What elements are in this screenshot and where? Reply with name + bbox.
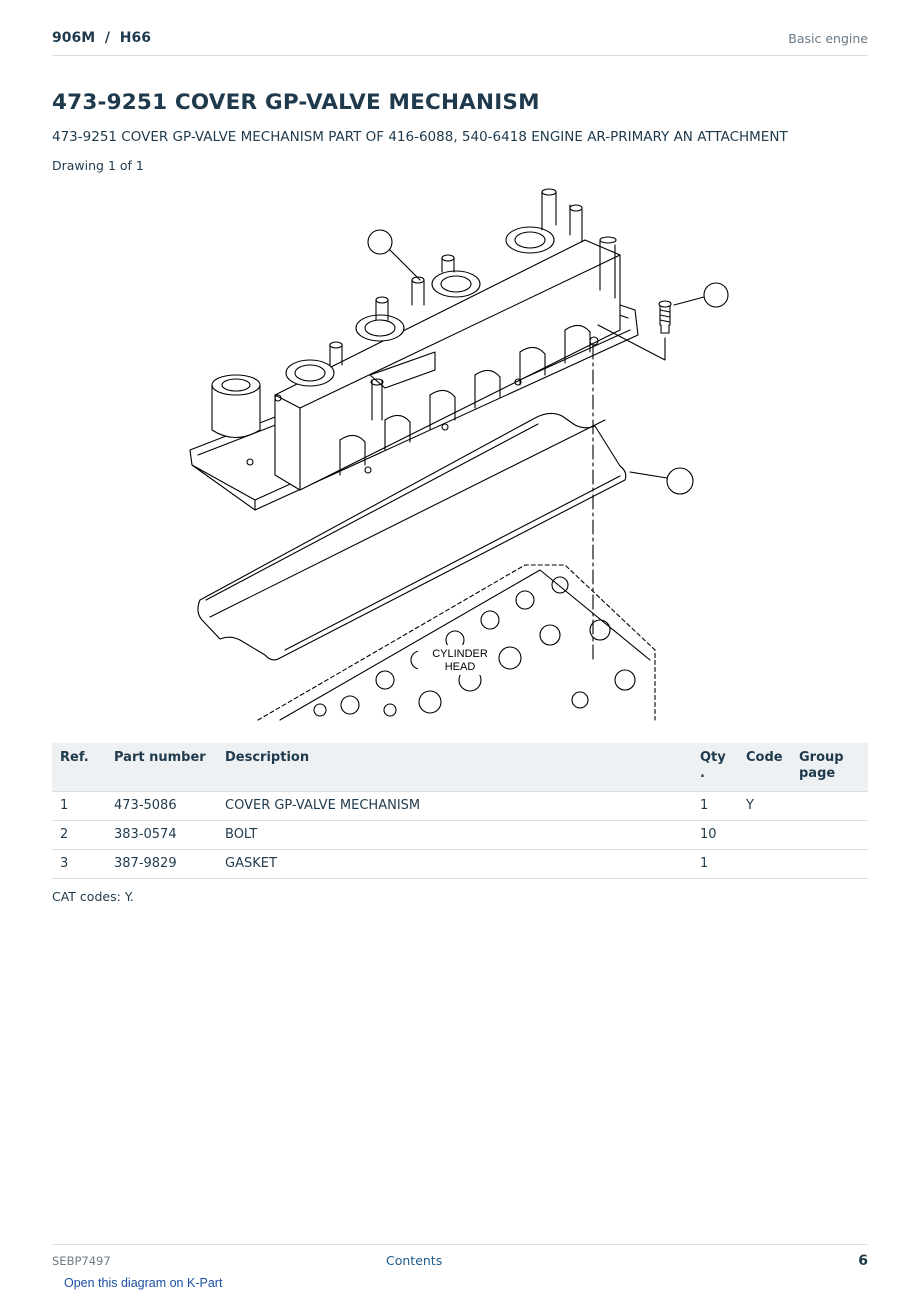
cell-group-page: [791, 820, 868, 850]
bolt-drawing: [597, 282, 729, 361]
cylinder-head-drawing: CYLINDER HEAD: [257, 564, 656, 721]
cell-group-page: [791, 849, 868, 879]
page-number: 6: [858, 1253, 868, 1269]
valve-cover-drawing: [189, 188, 639, 511]
drawing-count: Drawing 1 of 1: [52, 158, 144, 173]
page-subtitle: 473-9251 COVER GP-VALVE MECHANISM PART O…: [52, 129, 788, 145]
cell-qty: 1: [692, 849, 738, 879]
header-ref: Ref.: [52, 743, 106, 792]
breadcrumb: 906M / H66: [52, 30, 151, 46]
document-id: SEBP7497: [52, 1254, 111, 1268]
parts-diagram: CYLINDER HEAD: [180, 180, 740, 725]
parts-table: Ref. Part number Description Qty . Code …: [52, 743, 868, 879]
section-name: Basic engine: [788, 31, 868, 46]
callout-1: [367, 229, 421, 281]
table-row: 3 387-9829 GASKET 1: [52, 849, 868, 879]
cell-group-page: [791, 791, 868, 821]
cylinder-head-label-line-2: HEAD: [445, 661, 476, 673]
cell-code: [738, 849, 791, 879]
cell-qty: 10: [692, 820, 738, 850]
cell-ref: 1: [52, 791, 106, 821]
header-part-number: Part number: [106, 743, 217, 792]
contents-link[interactable]: Contents: [386, 1253, 443, 1268]
header-description: Description: [217, 743, 692, 792]
cell-ref: 3: [52, 849, 106, 879]
page-title: 473-9251 COVER GP-VALVE MECHANISM: [52, 90, 540, 115]
cell-ref: 2: [52, 820, 106, 850]
cell-part-number: 473-5086: [106, 791, 217, 821]
cell-description: BOLT: [217, 820, 692, 850]
cell-part-number: 383-0574: [106, 820, 217, 850]
page-header: 906M / H66 Basic engine: [52, 28, 868, 56]
header-code: Code: [738, 743, 791, 792]
table-header-row: Ref. Part number Description Qty . Code …: [52, 743, 868, 792]
table-row: 1 473-5086 COVER GP-VALVE MECHANISM 1 Y: [52, 791, 868, 821]
cell-description: GASKET: [217, 849, 692, 879]
cylinder-head-label-line-1: CYLINDER: [432, 648, 488, 660]
cell-code: Y: [738, 791, 791, 821]
cell-description: COVER GP-VALVE MECHANISM: [217, 791, 692, 821]
cell-qty: 1: [692, 791, 738, 821]
header-qty: Qty .: [692, 743, 738, 792]
header-group-page: Group page: [791, 743, 868, 792]
cell-part-number: 387-9829: [106, 849, 217, 879]
cat-codes-note: CAT codes: Y.: [52, 889, 134, 904]
page-footer: SEBP7497 Contents 6: [52, 1244, 868, 1275]
cell-code: [738, 820, 791, 850]
table-row: 2 383-0574 BOLT 10: [52, 820, 868, 850]
gasket-drawing: [197, 412, 694, 661]
open-on-kpart-link[interactable]: Open this diagram on K-Part: [64, 1276, 223, 1290]
